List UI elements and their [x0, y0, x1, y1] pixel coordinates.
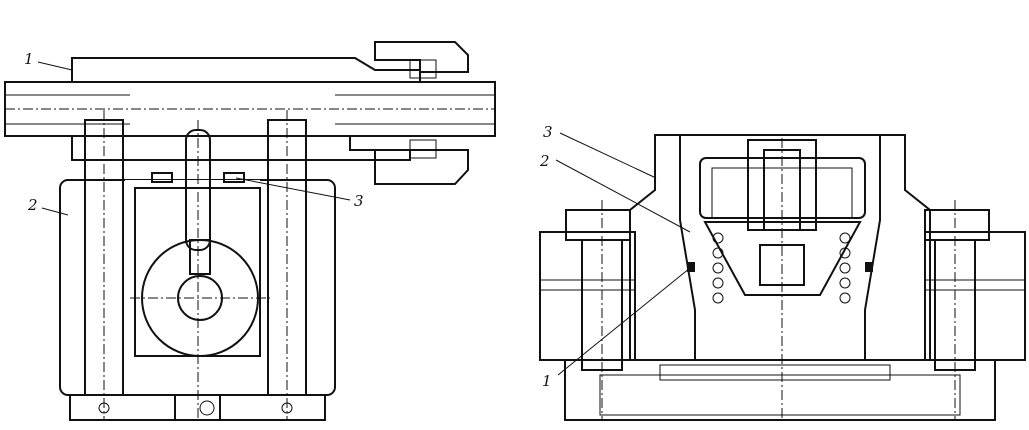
pump-housing	[59, 110, 336, 420]
right-flange	[924, 200, 1026, 420]
callout-label: 3	[543, 123, 553, 141]
callout-label: 1	[24, 50, 34, 68]
housing-wall-upper	[71, 57, 421, 83]
valve-stem	[759, 244, 805, 286]
callout-label: 2	[539, 152, 550, 170]
seal-ring-left	[151, 172, 173, 183]
callout-label: 3	[354, 192, 364, 210]
left-flange	[539, 200, 636, 420]
rotor	[130, 239, 270, 357]
callout-label: 2	[27, 196, 38, 214]
bottom-plate	[69, 394, 326, 421]
valve-cone	[703, 221, 862, 296]
valve-housing	[629, 134, 931, 361]
union-nut	[374, 41, 469, 185]
seal-ring-right	[223, 172, 245, 183]
spring-left	[712, 232, 724, 304]
valve-base	[564, 359, 996, 421]
o-ring-left	[687, 262, 695, 272]
o-ring-right	[865, 262, 873, 272]
valve-cap	[699, 138, 866, 420]
right-section-view: 3 2 1	[539, 123, 1026, 421]
spring-right	[839, 232, 851, 304]
callout-label: 1	[542, 372, 552, 390]
left-section-view: 1 2 3	[4, 41, 496, 421]
